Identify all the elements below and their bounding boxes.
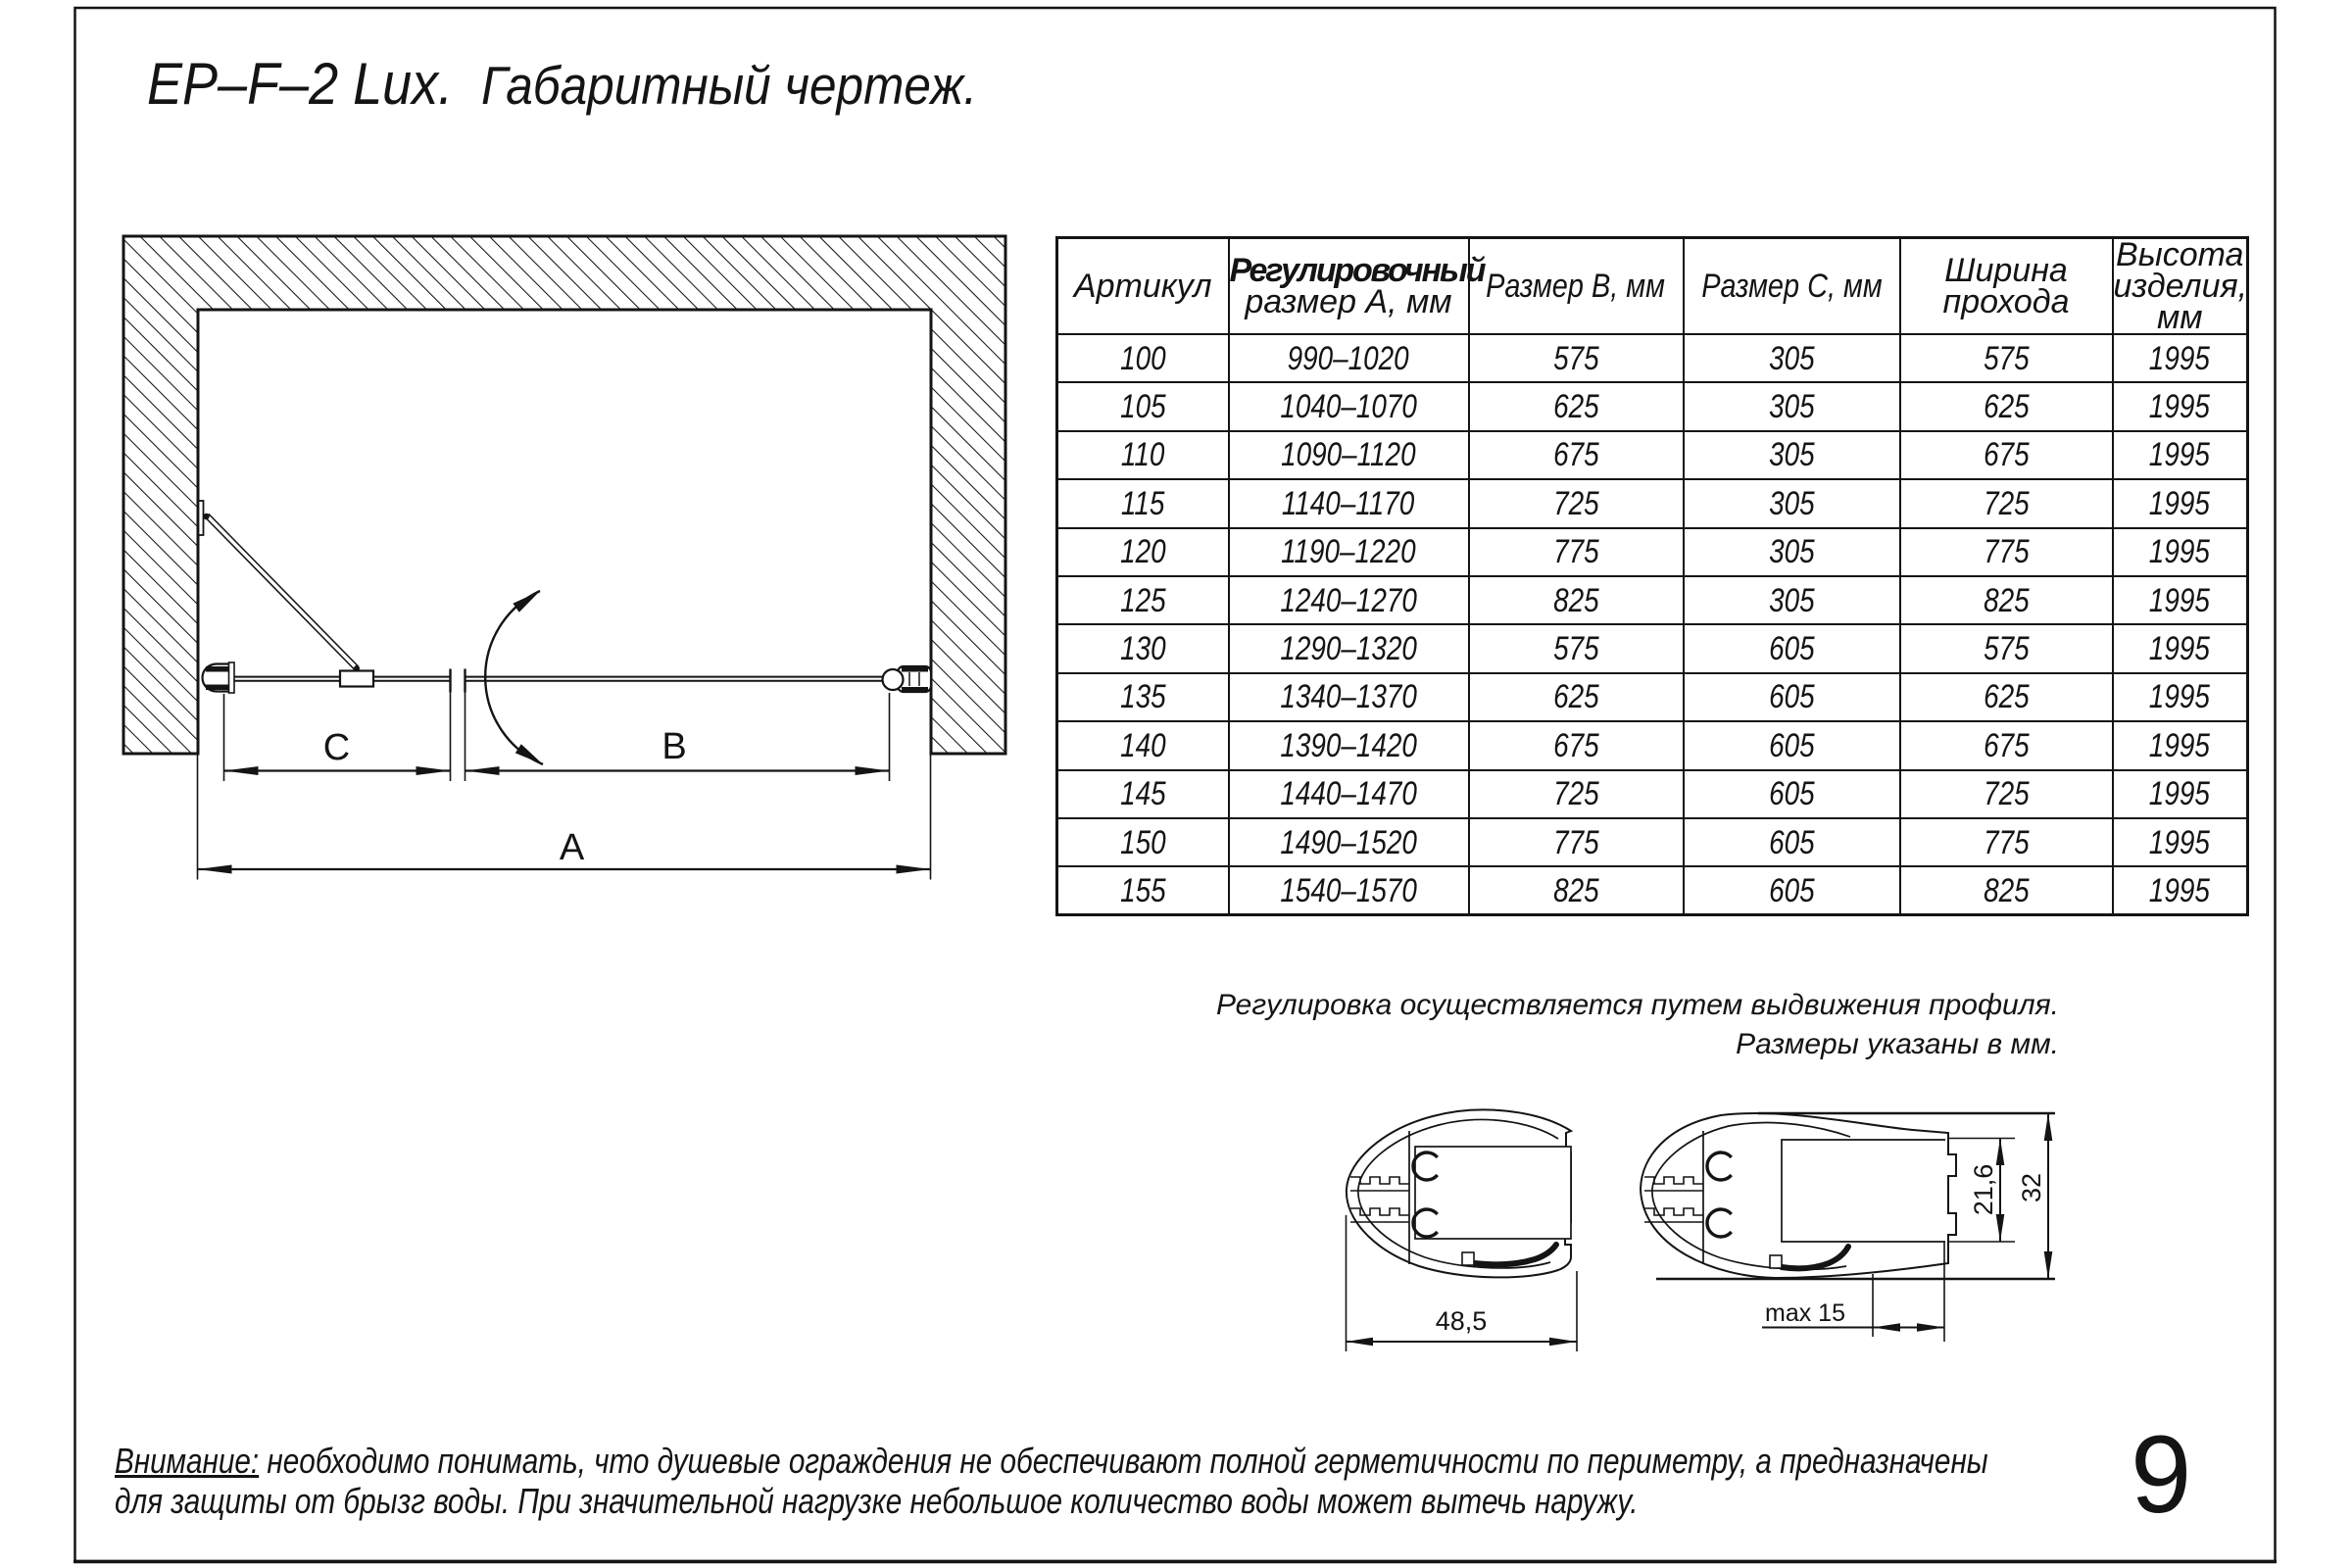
svg-text:C: C xyxy=(323,727,350,768)
svg-text:max 15: max 15 xyxy=(1765,1299,1845,1327)
svg-text:21,6: 21,6 xyxy=(1969,1164,1998,1216)
svg-text:B: B xyxy=(662,726,686,767)
svg-text:32: 32 xyxy=(2017,1173,2046,1202)
svg-text:A: A xyxy=(560,827,585,868)
svg-text:48,5: 48,5 xyxy=(1436,1306,1488,1336)
